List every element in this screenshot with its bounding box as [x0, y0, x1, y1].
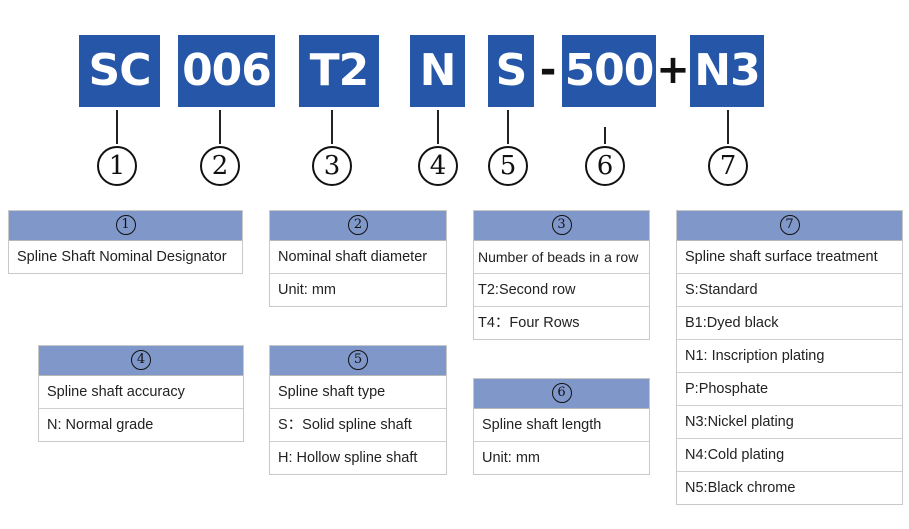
table-row: S：Solid spline shaft — [270, 409, 446, 442]
connector-line — [507, 110, 509, 144]
table-row: N: Normal grade — [47, 417, 154, 433]
table-header: 2 — [270, 211, 446, 241]
circled-number-4: 4 — [418, 146, 458, 186]
table-row: Spline Shaft Nominal Designator — [17, 249, 227, 265]
table-header-number: 7 — [779, 215, 800, 235]
table-row: N1: Inscription plating — [677, 340, 902, 373]
table-row: Spline shaft type — [270, 376, 446, 409]
table-row: Spline shaft length — [474, 409, 649, 442]
connector-line — [437, 110, 439, 144]
separator-dash: - — [539, 47, 557, 93]
code-box-series: SC — [79, 35, 160, 107]
circled-number-7: 7 — [708, 146, 748, 186]
table-header: 3 — [474, 211, 649, 241]
table-row: N3:Nickel plating — [677, 406, 902, 439]
table-header: 1 — [9, 211, 242, 241]
connector-line — [727, 110, 729, 144]
connector-line — [331, 110, 333, 144]
table-header-number: 3 — [551, 215, 572, 235]
table-row: Nominal shaft diameter — [270, 241, 446, 274]
table-row: Spline shaft surface treatment — [677, 241, 902, 274]
connector-line — [116, 110, 118, 144]
table-row: Unit: mm — [278, 282, 336, 298]
table-header-number: 2 — [348, 215, 368, 235]
table-header: 4 — [39, 346, 243, 376]
circled-number-5: 5 — [488, 146, 528, 186]
circled-number-1: 1 — [97, 146, 137, 186]
table-row: Spline shaft accuracy — [39, 376, 243, 409]
table-designator: 1 Spline Shaft Nominal Designator — [8, 210, 243, 274]
table-header-number: 6 — [551, 383, 572, 403]
connector-line — [604, 127, 606, 144]
separator-plus: + — [656, 47, 690, 93]
table-header-number: 1 — [115, 215, 136, 235]
circled-number-2: 2 — [200, 146, 240, 186]
code-box-surface: N3 — [690, 35, 764, 107]
table-row: H: Hollow spline shaft — [278, 450, 418, 466]
table-header: 5 — [270, 346, 446, 376]
table-type: 5 Spline shaft type S：Solid spline shaft… — [269, 345, 447, 475]
table-row: B1:Dyed black — [677, 307, 902, 340]
table-row: Number of beads in a row — [474, 241, 649, 274]
code-box-length: 500 — [562, 35, 656, 107]
table-row: S:Standard — [677, 274, 902, 307]
table-diameter: 2 Nominal shaft diameter Unit: mm — [269, 210, 447, 307]
circled-number-3: 3 — [312, 146, 352, 186]
table-row: Unit: mm — [482, 450, 540, 466]
table-row: N5:Black chrome — [685, 480, 796, 496]
table-length: 6 Spline shaft length Unit: mm — [473, 378, 650, 475]
code-box-accuracy: N — [410, 35, 465, 107]
table-row: N4:Cold plating — [677, 439, 902, 472]
table-surface-treatment: 7 Spline shaft surface treatment S:Stand… — [676, 210, 903, 505]
table-header-number: 4 — [131, 350, 151, 370]
table-header-number: 5 — [348, 350, 368, 370]
circled-number-6: 6 — [585, 146, 625, 186]
table-rows: 3 Number of beads in a row T2:Second row… — [473, 210, 650, 340]
table-row: T4：Four Rows — [478, 315, 580, 331]
table-accuracy: 4 Spline shaft accuracy N: Normal grade — [38, 345, 244, 442]
code-box-diameter: 006 — [178, 35, 275, 107]
code-box-type: S — [488, 35, 534, 107]
table-header: 7 — [677, 211, 902, 241]
code-box-rows: T2 — [299, 35, 379, 107]
table-row: P:Phosphate — [677, 373, 902, 406]
table-row: T2:Second row — [474, 274, 649, 307]
table-header: 6 — [474, 379, 649, 409]
connector-line — [219, 110, 221, 144]
